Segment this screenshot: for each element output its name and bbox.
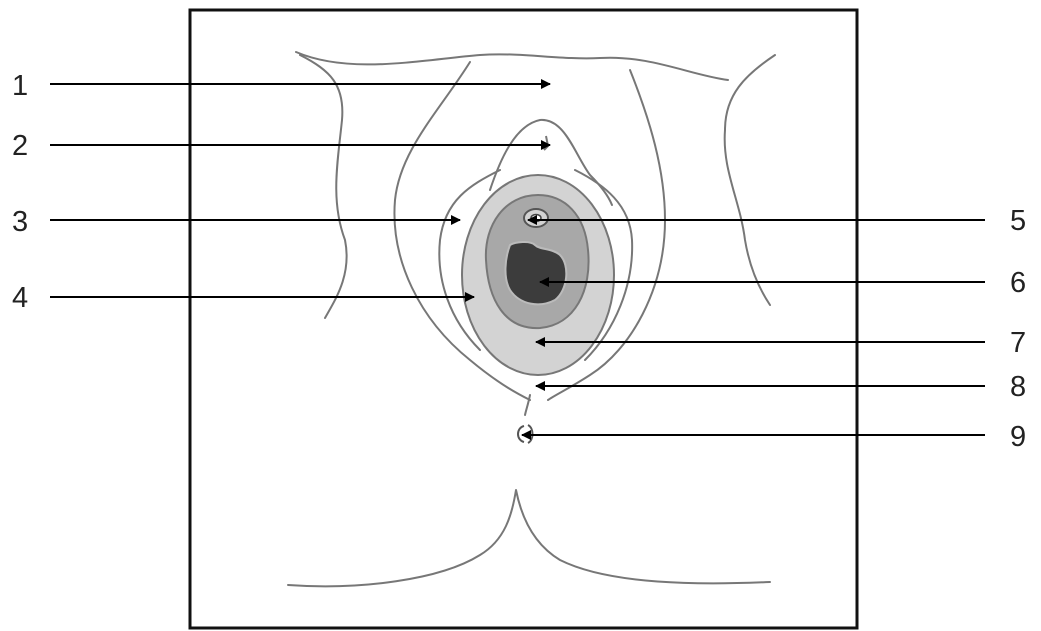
label-2: 2 <box>12 130 28 162</box>
label-3: 3 <box>12 206 28 238</box>
label-4: 4 <box>12 282 28 314</box>
label-7: 7 <box>1010 327 1026 359</box>
label-6: 6 <box>1010 267 1026 299</box>
label-1: 1 <box>12 70 28 102</box>
label-9: 9 <box>1010 421 1026 453</box>
label-8: 8 <box>1010 371 1026 403</box>
label-5: 5 <box>1010 205 1026 237</box>
